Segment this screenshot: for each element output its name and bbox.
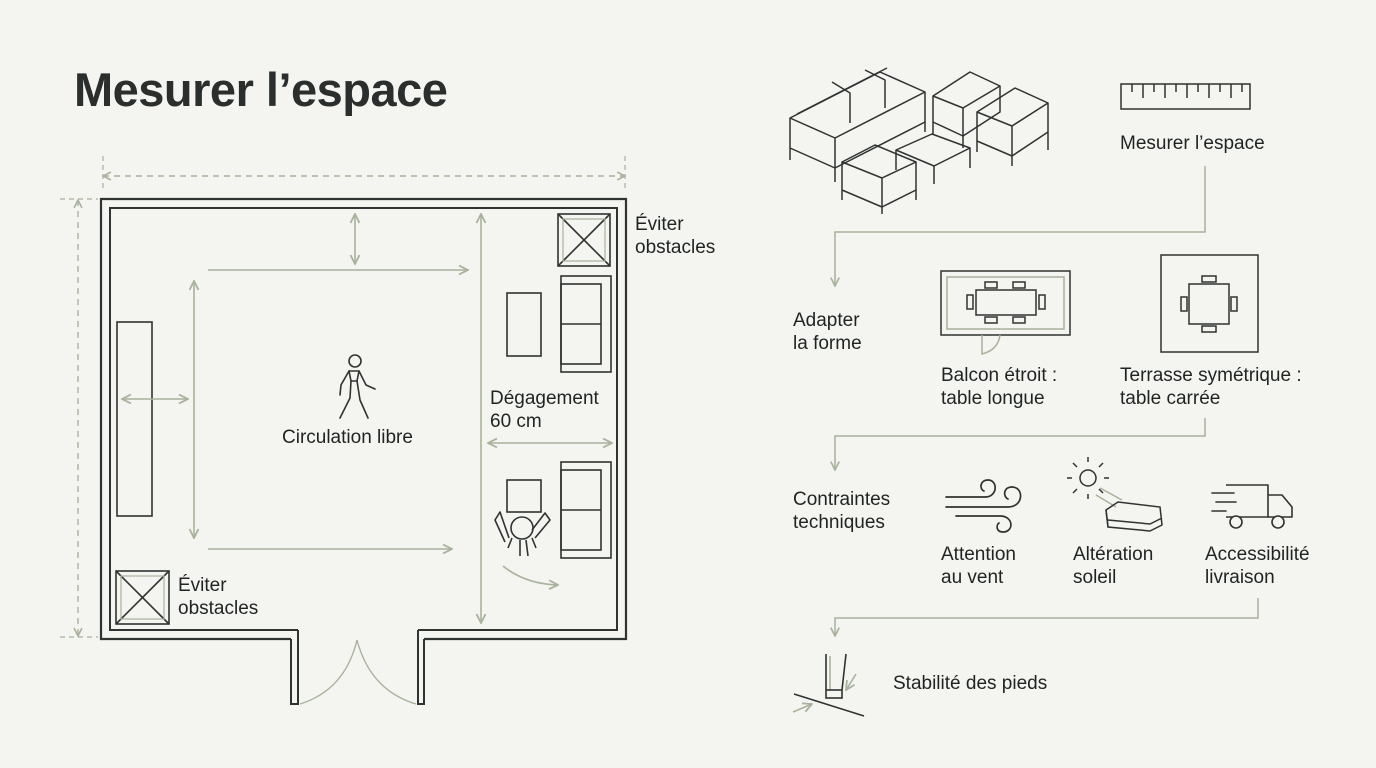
sun-icon	[1067, 457, 1163, 532]
circulation-label: Circulation libre	[282, 427, 413, 448]
clearance-label: Dégagement 60 cm	[490, 388, 599, 432]
outdoor-furniture-icon	[789, 67, 1049, 214]
ruler-icon	[1120, 83, 1251, 110]
walking-person-icon	[339, 354, 376, 419]
square-table-icon	[1160, 254, 1259, 353]
step-stability-label: Stabilité des pieds	[893, 673, 1048, 694]
delivery-truck-icon	[1211, 484, 1293, 529]
obstacle-bottom-label: Éviter obstacles	[178, 575, 259, 619]
constraint-sun-label: Altération soleil	[1073, 544, 1154, 588]
constraint-wind-label: Attention au vent	[941, 544, 1016, 588]
outer-wall	[99, 197, 628, 641]
page-title: Mesurer l’espace	[74, 63, 448, 116]
sofa-top	[560, 275, 612, 373]
wall-bench	[116, 321, 153, 517]
obstacle-bottom-icon	[115, 570, 170, 625]
door-jamb-right	[417, 630, 425, 705]
step-measure-label: Mesurer l’espace	[1120, 133, 1265, 154]
inner-wall	[109, 207, 618, 631]
door-jamb-left	[290, 630, 299, 705]
movement-arrow	[502, 565, 558, 585]
obstacle-top-icon	[557, 213, 611, 267]
wind-icon	[945, 479, 1022, 533]
option-square-table-label: Terrasse symétrique : table carrée	[1120, 365, 1302, 409]
long-table-icon	[940, 270, 1071, 355]
low-table	[506, 479, 542, 513]
sofa-bottom	[560, 461, 612, 559]
step-constraints-label: Contraintes techniques	[793, 489, 891, 533]
step-adapt-label: Adapter la forme	[793, 310, 862, 354]
obstacle-top-label: Éviter obstacles	[635, 214, 716, 258]
floor-plan	[60, 156, 628, 705]
flow-panel	[789, 67, 1293, 717]
door-swing	[299, 639, 417, 705]
side-table	[506, 292, 542, 357]
option-long-table-label: Balcon étroit : table longue	[941, 365, 1058, 409]
constraint-delivery-label: Accessibilité livraison	[1205, 544, 1310, 588]
table-leg-icon	[792, 653, 865, 717]
seated-person-icon	[494, 511, 551, 557]
